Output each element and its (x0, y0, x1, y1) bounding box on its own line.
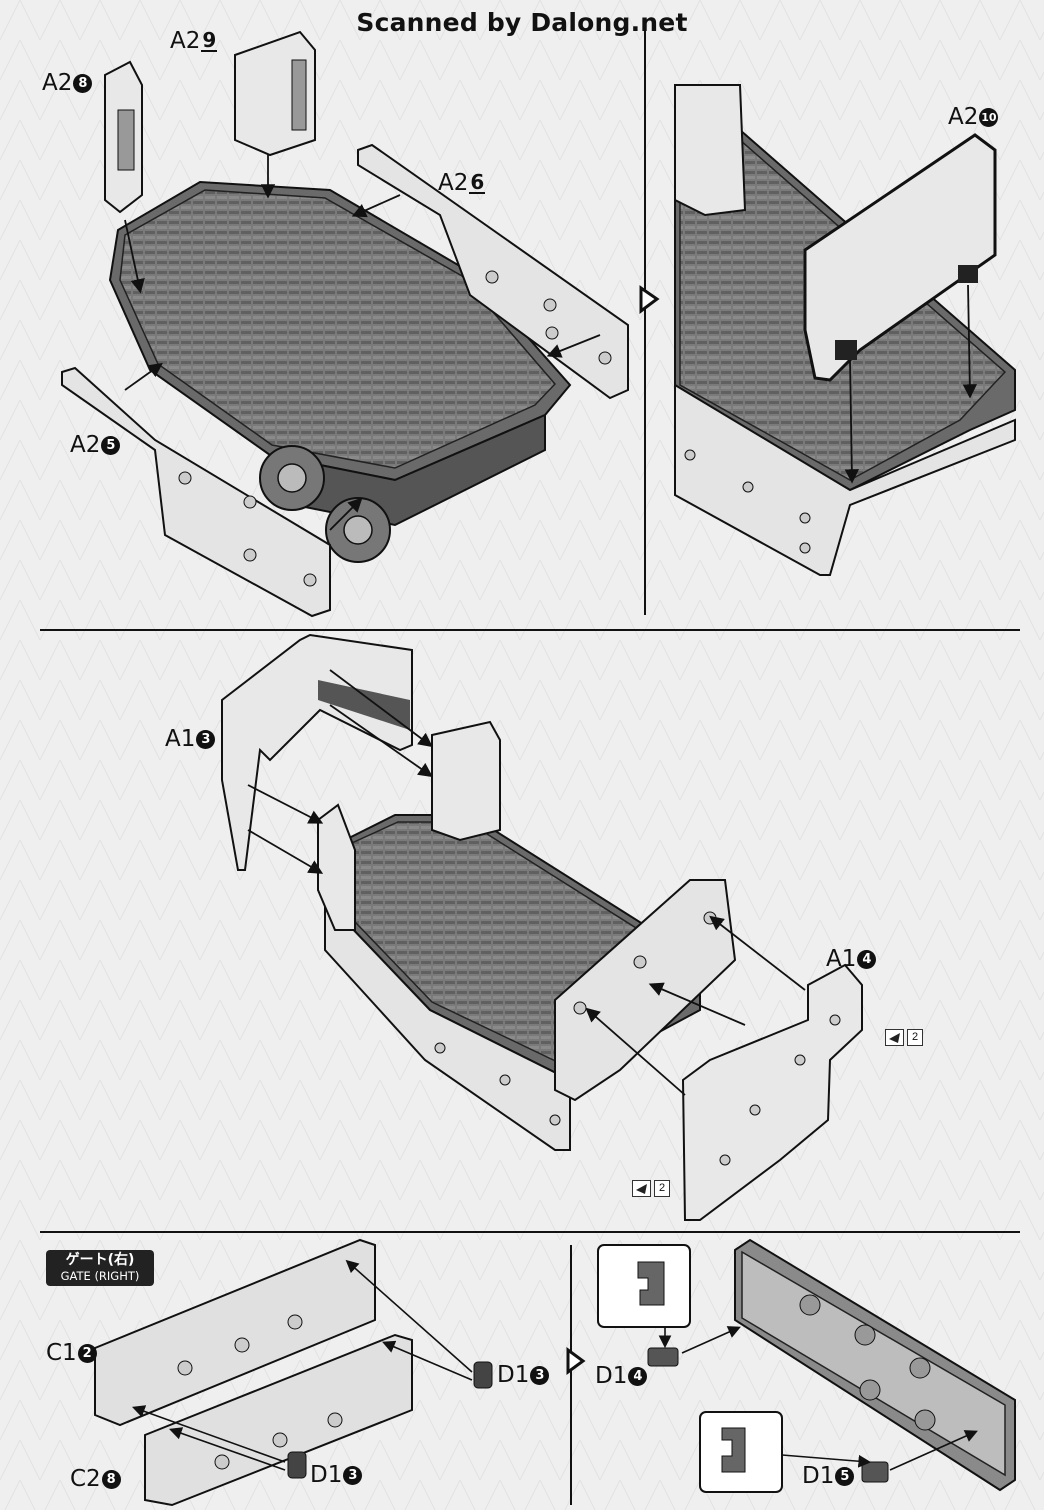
top-left-assembly (61, 30, 629, 618)
gate-right-box: ゲート(右) GATE (RIGHT) (46, 1250, 154, 1286)
middle-assembly (221, 633, 863, 1221)
sticker-tag: 2 (885, 1029, 923, 1046)
sticker-icon (632, 1180, 651, 1197)
sticker-icon (885, 1029, 904, 1046)
bottom-right-assembly (597, 1238, 1016, 1493)
bottom-left-assembly (94, 1238, 493, 1507)
sticker-tag: 2 (632, 1180, 670, 1197)
step-arrow-icon (639, 285, 660, 314)
step-arrow-icon (566, 1347, 586, 1375)
panel-dividers (40, 20, 1020, 1505)
scan-credit: Scanned by Dalong.net (356, 8, 688, 37)
top-right-assembly (674, 84, 1016, 576)
